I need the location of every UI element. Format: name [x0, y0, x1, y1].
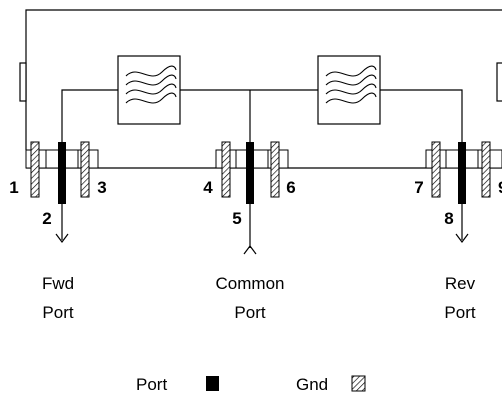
gnd-pin-7 — [431, 141, 441, 198]
pin-label-7: 7 — [414, 178, 423, 197]
rev-port-label-line2: Port — [444, 303, 475, 322]
fwd-port-label-line1: Fwd — [42, 274, 74, 293]
gnd-pin-4 — [221, 141, 231, 198]
pad-group-right — [425, 141, 502, 243]
pin-label-6: 6 — [286, 178, 295, 197]
rev-port-label-line1: Rev — [445, 274, 476, 293]
pin-label-9: 9 — [498, 178, 502, 197]
pin-label-2: 2 — [42, 209, 51, 228]
gnd-pin-3 — [80, 141, 90, 198]
pad-group-left — [25, 141, 99, 243]
filter-block-right — [317, 55, 381, 125]
pad-group-center — [215, 141, 289, 255]
port-pin-8 — [458, 142, 466, 204]
fwd-port-label-line2: Port — [42, 303, 73, 322]
package-outline — [19, 9, 502, 150]
common-port-label-line2: Port — [234, 303, 265, 322]
gnd-pin-1 — [30, 141, 40, 198]
legend-port-swatch — [206, 376, 219, 391]
pin-label-4: 4 — [203, 178, 213, 197]
gnd-pin-6 — [270, 141, 280, 198]
filter-block-left — [117, 55, 181, 125]
legend-gnd-label: Gnd — [296, 375, 328, 394]
legend: Port Gnd — [136, 375, 366, 394]
port-pin-5 — [246, 142, 254, 204]
gnd-pin-9 — [481, 141, 491, 198]
pin-label-3: 3 — [97, 178, 106, 197]
legend-port-label: Port — [136, 375, 167, 394]
pin-label-8: 8 — [444, 209, 453, 228]
pin-label-5: 5 — [232, 209, 241, 228]
legend-gnd-swatch — [351, 375, 366, 392]
common-port-label-line1: Common — [216, 274, 285, 293]
internal-traces — [61, 89, 463, 150]
port-pin-2 — [58, 142, 66, 204]
pin-label-1: 1 — [9, 178, 18, 197]
